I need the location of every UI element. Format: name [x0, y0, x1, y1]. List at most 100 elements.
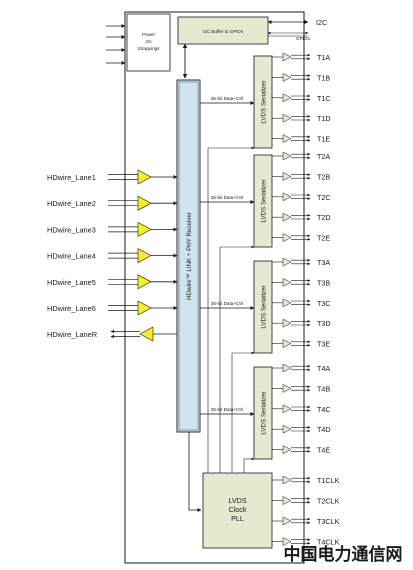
output-driver-triangle: [282, 383, 292, 393]
i2c-pin-label: I2C: [316, 18, 327, 27]
input-buffer-triangle: [137, 221, 152, 237]
lvds-output: T3A: [272, 257, 330, 267]
watermark-text: 中国电力通信网: [284, 544, 403, 564]
return-lane-label: HDwire_LaneR: [47, 330, 97, 339]
input-lane-label: HDwire_Lane2: [47, 199, 96, 208]
pll-label-line1: LVDS: [228, 496, 246, 505]
pll-label-line3: PLL: [231, 514, 244, 523]
serializer-label: LVDS Serializer: [261, 391, 268, 434]
i2c-buffer-label: I2C Buffer & GPIOs: [203, 29, 244, 34]
output-driver-triangle: [282, 171, 292, 181]
clock-output: T2CLK: [272, 496, 340, 506]
input-buffer-triangle: [137, 274, 152, 290]
clock-driver-triangle: [282, 475, 292, 485]
clock-driver-triangle: [282, 496, 292, 505]
output-pin-label: T1C: [317, 94, 331, 103]
clock-driver-triangle: [282, 537, 292, 546]
hdwire-receiver-block: HDwire™ LINK + PHY Receiver: [176, 79, 201, 433]
lvds-output: T1C: [272, 93, 331, 103]
input-lanes: HDwire_Lane1HDwire_Lane2HDwire_Lane3HDwi…: [47, 169, 178, 342]
lvds-output: T4C: [272, 404, 331, 414]
serializer-label: LVDS Serializer: [261, 179, 268, 222]
output-pin-label: T3A: [317, 258, 330, 267]
lvds-output: T2D: [272, 212, 331, 222]
output-pin-label: T2C: [317, 193, 331, 202]
input-lane-label: HDwire_Lane4: [47, 252, 96, 261]
clock-pin-label: T3CLK: [317, 517, 340, 526]
lvds-output: T2B: [272, 171, 330, 181]
return-lane: HDwire_LaneR: [47, 326, 177, 342]
input-lane: HDwire_Lane1: [47, 169, 178, 185]
output-driver-triangle: [282, 93, 292, 103]
input-buffer-triangle: [137, 169, 152, 185]
clock-output: T4CLK: [272, 537, 340, 547]
output-pin-label: T4B: [317, 384, 330, 393]
lvds-output: T3D: [272, 318, 331, 328]
input-lane: HDwire_Lane4: [47, 248, 178, 264]
clock-pin-label: T2CLK: [317, 497, 340, 506]
power-label-line3: Strappings: [138, 46, 161, 51]
output-driver-triangle: [282, 318, 292, 328]
lvds-output: T4E: [272, 445, 330, 455]
output-driver-triangle: [282, 192, 292, 202]
input-lane-label: HDwire_Lane1: [47, 173, 96, 182]
output-pin-label: T2E: [317, 234, 330, 243]
output-driver-triangle: [282, 339, 292, 349]
output-pin-label: T4E: [317, 446, 330, 455]
input-lane: HDwire_Lane2: [47, 195, 178, 211]
input-lane-label: HDwire_Lane3: [47, 225, 96, 234]
output-pin-label: T4A: [317, 364, 330, 373]
output-driver-triangle: [282, 363, 292, 373]
output-pin-label: T3D: [317, 319, 331, 328]
output-driver-triangle: [282, 298, 292, 308]
output-driver-triangle: [282, 52, 292, 62]
output-pin-label: T2B: [317, 172, 330, 181]
output-driver-triangle: [282, 113, 292, 123]
clock-output: T1CLK: [272, 475, 340, 485]
power-label-line1: Power: [142, 32, 155, 37]
output-pin-label: T2D: [317, 213, 331, 222]
lvds-output: T3B: [272, 277, 330, 287]
data-bus-label: 35-bit Data+Ctrl: [211, 407, 243, 412]
power-label-line2: On: [145, 39, 152, 44]
clock-outputs: T1CLK T2CLK T3CLK T4CLK: [272, 475, 340, 547]
pll-label-line2: Clock: [229, 505, 247, 514]
lvds-output: T1A: [272, 52, 330, 62]
output-pin-label: T1D: [317, 114, 331, 123]
output-driver-triangle: [282, 445, 292, 455]
receiver-label: HDwire™ LINK + PHY Receiver: [186, 212, 193, 300]
lvds-output: T1E: [272, 134, 330, 144]
output-pin-label: T4C: [317, 405, 331, 414]
clock-pin-label: T1CLK: [317, 476, 340, 485]
lvds-output: T4D: [272, 424, 331, 434]
output-pin-label: T3C: [317, 299, 331, 308]
input-buffer-triangle: [137, 248, 152, 264]
clock-output: T3CLK: [272, 516, 340, 526]
serializer-label: LVDS Serializer: [261, 80, 268, 123]
output-driver-triangle: [282, 212, 292, 222]
power-on-strappings-block: Power On Strappings: [106, 13, 171, 72]
input-lane: HDwire_Lane5: [47, 274, 178, 290]
output-driver-triangle: [282, 233, 292, 243]
serializer-group-4: LVDS Serializer 35-bit Data+Ctrl T4A T4B T4C…: [200, 363, 331, 460]
output-driver-triangle: [282, 424, 292, 434]
lvds-clock-pll-block: LVDS Clock PLL: [202, 472, 273, 549]
chip-outline: [124, 11, 305, 564]
input-lane: HDwire_Lane3: [47, 221, 178, 237]
output-pin-label: T1E: [317, 135, 330, 144]
output-pin-label: T2A: [317, 152, 330, 161]
output-pin-label: T3B: [317, 278, 330, 287]
clock-pin-label: T4CLK: [317, 538, 340, 547]
input-lane: HDwire_Lane6: [47, 300, 178, 316]
output-pin-label: T1A: [317, 53, 330, 62]
clock-driver-triangle: [282, 516, 292, 526]
output-pin-label: T4D: [317, 425, 331, 434]
data-bus-label: 35-bit Data+Ctrl: [211, 301, 243, 306]
lvds-output: T1D: [272, 113, 331, 123]
gpio-label: GPIOs: [296, 36, 310, 41]
output-pin-label: T1B: [317, 73, 330, 82]
